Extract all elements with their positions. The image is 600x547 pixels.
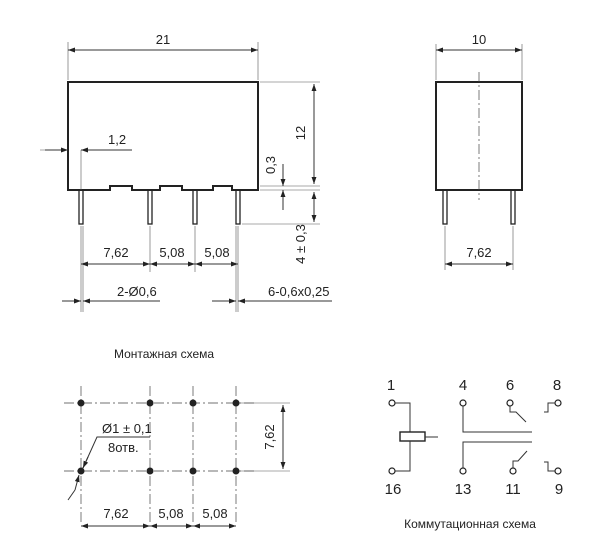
switching-diagram: Коммутационная схема 1 4 6 8 16 13 11 9 [385, 377, 564, 531]
mount-pitch-a: 7,62 [103, 506, 128, 521]
pin-label-8: 8 [553, 377, 561, 394]
mount-pitch-b: 5,08 [158, 506, 183, 521]
front-pins [78, 189, 241, 225]
pin-label-4: 4 [459, 377, 467, 394]
mount-row-pitch: 7,62 [262, 424, 277, 449]
pin-label-16: 16 [385, 481, 402, 498]
mounting-title: Монтажная схема [114, 347, 214, 361]
dim-length: 21 [156, 32, 170, 47]
side-view: 10 7,62 [435, 32, 523, 270]
mount-pitch-c: 5,08 [202, 506, 227, 521]
mounting-holes [77, 399, 240, 475]
pin-label-11: 11 [505, 481, 521, 498]
hole-count-label: 8отв. [108, 440, 139, 455]
pin-label-1: 1 [387, 377, 395, 394]
contact-group-top [459, 399, 562, 433]
pin-label-13: 13 [455, 481, 472, 498]
dim-height: 12 [293, 126, 308, 140]
dim-pin-offset: 1,2 [108, 132, 126, 147]
dim-round-pins: 2-Ø0,6 [117, 284, 157, 299]
dim-pitch-c: 5,08 [204, 245, 229, 260]
relay-body-side [435, 81, 523, 191]
switching-title: Коммутационная схема [404, 517, 536, 531]
mounting-layout: Монтажная схема Ø1 ± 0,1 8отв. 7,62 [64, 347, 290, 529]
dim-base-gap: 0,3 [263, 156, 278, 174]
relay-body-front [67, 81, 259, 191]
dim-pitch-b: 5,08 [159, 245, 184, 260]
pin-label-9: 9 [555, 481, 563, 498]
dim-flat-pins: 6-0,6x0,25 [268, 284, 329, 299]
front-view: 21 1,2 12 0,3 4 ± 0,3 [40, 32, 332, 312]
dim-pin-length: 4 ± 0,3 [293, 224, 308, 264]
dim-pitch-a: 7,62 [103, 245, 128, 260]
dim-side-pitch: 7,62 [466, 245, 491, 260]
pin-label-6: 6 [506, 377, 514, 394]
contact-group-bottom [459, 441, 562, 475]
dim-width: 10 [472, 32, 486, 47]
coil-symbol [388, 399, 426, 475]
hole-diameter-label: Ø1 ± 0,1 [102, 421, 152, 436]
